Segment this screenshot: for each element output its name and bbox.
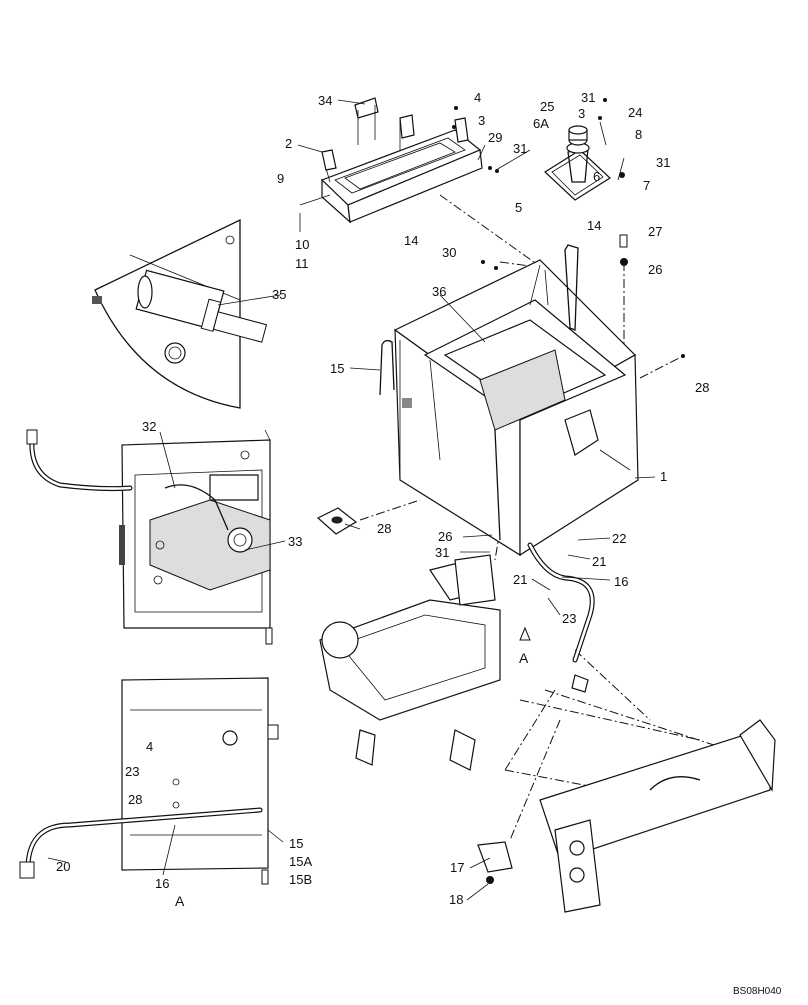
callout-36: 36 bbox=[432, 284, 447, 299]
callout-30: 30 bbox=[442, 245, 457, 260]
callout-16b: 16 bbox=[155, 876, 170, 891]
bracket-17 bbox=[477, 841, 513, 884]
callout-31d: 31 bbox=[435, 545, 450, 560]
callout-4: 4 bbox=[474, 90, 482, 105]
callout-24: 24 bbox=[628, 105, 643, 120]
callout-11: 11 bbox=[295, 256, 309, 271]
callout-31: 31 bbox=[513, 141, 528, 156]
callout-14: 14 bbox=[404, 233, 419, 248]
callout-3: 3 bbox=[478, 113, 486, 128]
callout-15bb: 15B bbox=[289, 872, 313, 887]
callout-25: 25 bbox=[540, 99, 555, 114]
view-ref-a-side: A bbox=[175, 893, 185, 909]
top-view bbox=[119, 429, 273, 645]
callout-20: 20 bbox=[56, 859, 71, 874]
callout-29: 29 bbox=[488, 130, 503, 145]
callout-15: 15 bbox=[330, 361, 345, 376]
drawing-code: BS08H040 bbox=[733, 986, 782, 997]
inset-detail bbox=[92, 218, 268, 409]
callout-23b: 23 bbox=[125, 764, 140, 779]
callout-21b: 21 bbox=[513, 572, 528, 587]
callout-18: 18 bbox=[449, 892, 464, 907]
callout-4b: 4 bbox=[146, 739, 154, 754]
callout-9: 9 bbox=[277, 171, 285, 186]
callout-32: 32 bbox=[142, 419, 157, 434]
clamp-bracket bbox=[354, 97, 415, 150]
callout-31c: 31 bbox=[656, 155, 671, 170]
callout-7: 7 bbox=[643, 178, 651, 193]
callout-16: 16 bbox=[614, 574, 629, 589]
callout-8: 8 bbox=[635, 127, 643, 142]
hose-main bbox=[527, 542, 595, 663]
callout-21: 21 bbox=[592, 554, 607, 569]
view-arrow bbox=[519, 626, 531, 641]
callout-2: 2 bbox=[285, 136, 293, 151]
callout-22: 22 bbox=[612, 531, 627, 546]
callout-17: 17 bbox=[450, 860, 465, 875]
battery-tray bbox=[299, 117, 483, 224]
callout-1: 1 bbox=[660, 469, 668, 484]
callout-28c: 28 bbox=[128, 792, 143, 807]
pad bbox=[316, 507, 358, 535]
callout-10: 10 bbox=[295, 237, 310, 252]
callout-35: 35 bbox=[272, 287, 287, 302]
callout-27: 27 bbox=[648, 224, 663, 239]
hose-bottom bbox=[19, 807, 263, 879]
leader-lines bbox=[47, 99, 656, 901]
callout-33: 33 bbox=[288, 534, 303, 549]
filler-neck bbox=[544, 121, 625, 201]
callout-28b: 28 bbox=[377, 521, 392, 536]
battery-box bbox=[393, 259, 639, 557]
rod-15 bbox=[379, 339, 395, 396]
callout-26b: 26 bbox=[438, 529, 453, 544]
view-ref-a-main: A bbox=[519, 650, 529, 666]
callout-31b: 31 bbox=[581, 90, 596, 105]
chassis-frame bbox=[319, 554, 776, 913]
callout-26: 26 bbox=[648, 262, 663, 277]
callout-3b: 3 bbox=[578, 106, 586, 121]
callout-15b: 15 bbox=[289, 836, 304, 851]
rod-14 bbox=[564, 244, 579, 331]
callout-34: 34 bbox=[318, 93, 333, 108]
callout-14b: 14 bbox=[587, 218, 602, 233]
hose-top bbox=[26, 429, 133, 492]
side-view bbox=[121, 677, 279, 885]
callout-6: 6 bbox=[593, 169, 601, 184]
callout-28: 28 bbox=[695, 380, 710, 395]
callout-5: 5 bbox=[515, 200, 523, 215]
callout-6a: 6A bbox=[533, 116, 549, 131]
callout-15a: 15A bbox=[289, 854, 313, 869]
callout-23: 23 bbox=[562, 611, 577, 626]
